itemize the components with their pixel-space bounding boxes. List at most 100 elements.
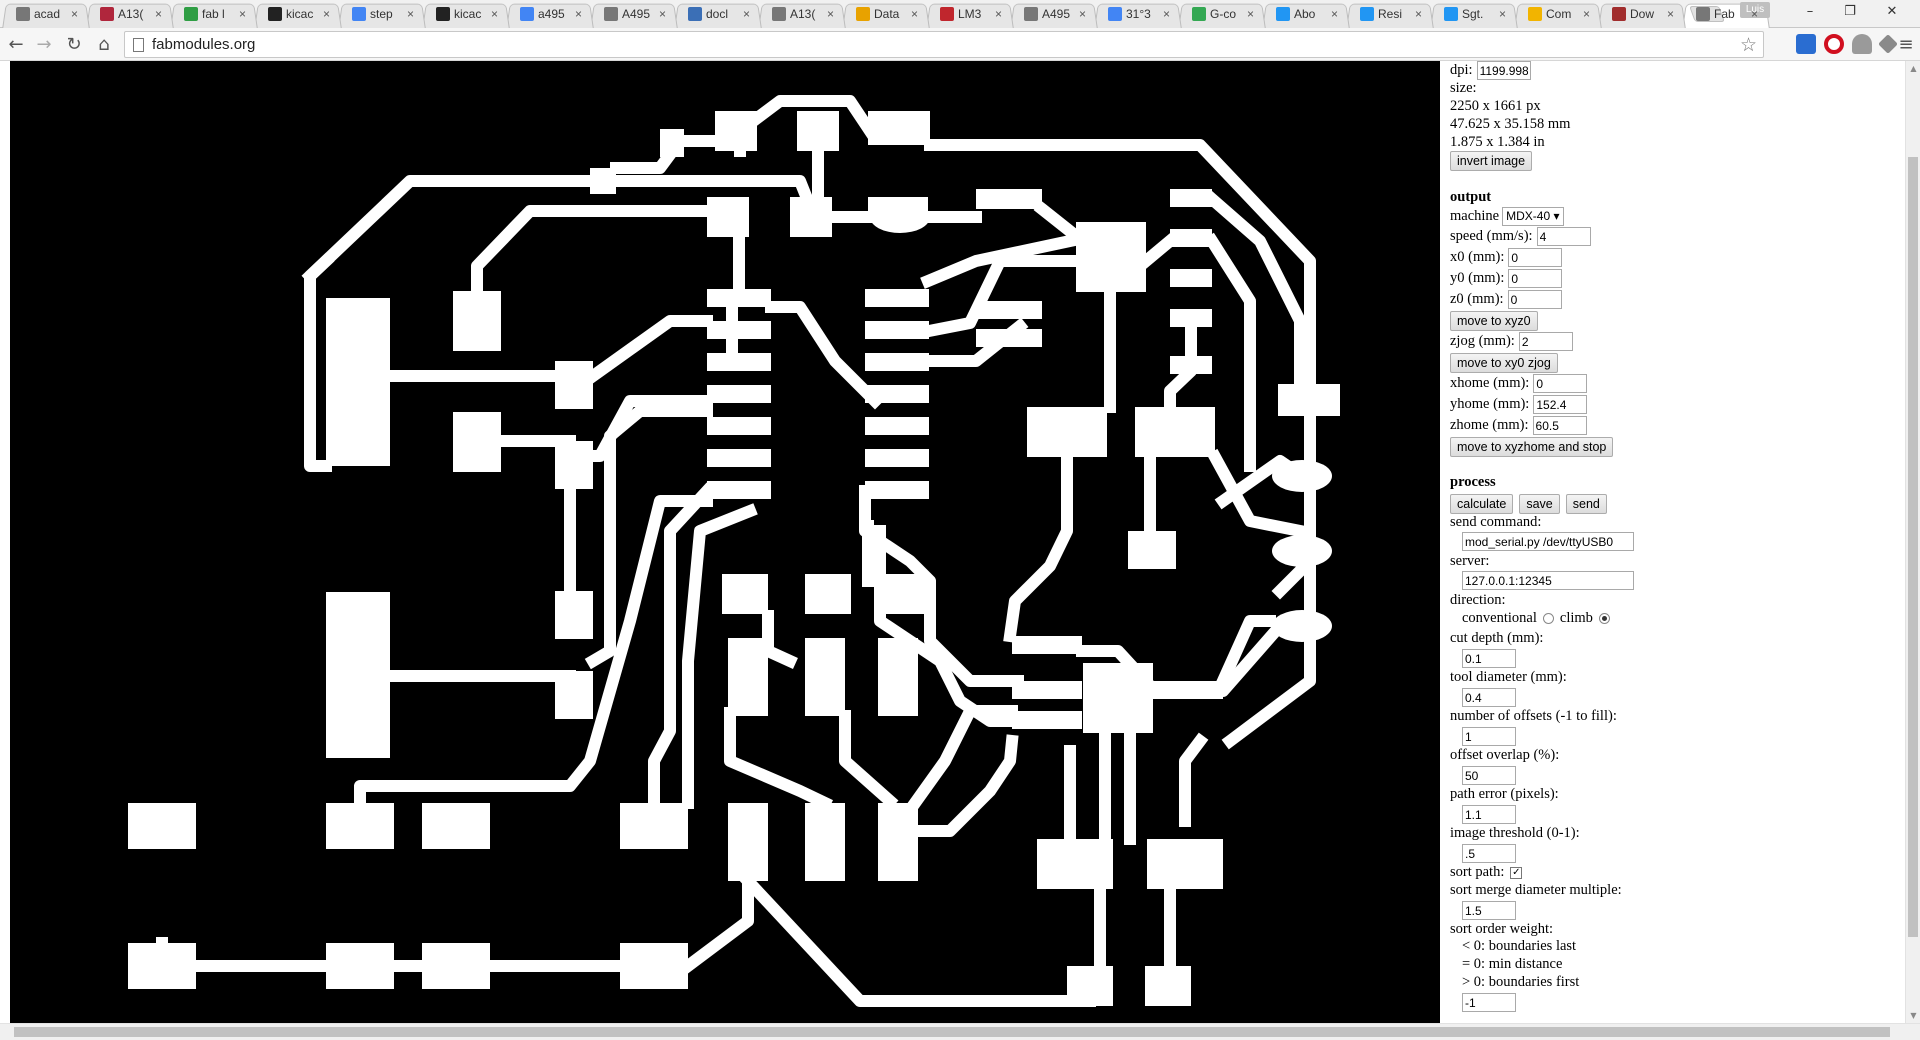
browser-tab[interactable]: Sgt.× — [1428, 0, 1512, 28]
tab-close-icon[interactable]: × — [910, 7, 918, 21]
tab-close-icon[interactable]: × — [994, 7, 1002, 21]
extension-screen-icon[interactable] — [1796, 34, 1816, 54]
browser-tab[interactable]: step× — [336, 0, 420, 28]
tab-favicon-icon — [688, 7, 702, 21]
xhome-input[interactable] — [1533, 374, 1588, 393]
browser-tab[interactable]: kicac× — [252, 0, 336, 28]
browser-tab[interactable]: Abo× — [1260, 0, 1344, 28]
browser-tab[interactable]: A495× — [588, 0, 672, 28]
tab-close-icon[interactable]: × — [154, 7, 162, 21]
overlap-label: offset overlap (%): — [1450, 747, 1560, 763]
bookmark-star-icon[interactable]: ☆ — [1739, 34, 1757, 56]
tab-close-icon[interactable]: × — [238, 7, 246, 21]
vertical-scroll-thumb[interactable] — [1908, 157, 1918, 937]
calculate-button[interactable]: calculate — [1450, 494, 1514, 514]
tab-close-icon[interactable]: × — [658, 7, 666, 21]
tab-favicon-icon — [16, 7, 30, 21]
user-profile-badge[interactable]: Luis — [1740, 2, 1770, 18]
browser-tab[interactable]: A495× — [1008, 0, 1092, 28]
address-bar[interactable]: fabmodules.org ☆ — [124, 31, 1764, 58]
browser-tab[interactable]: LM3× — [924, 0, 1008, 28]
move-to-xyz0-button[interactable]: move to xyz0 — [1450, 311, 1538, 331]
browser-tab[interactable]: docl × — [672, 0, 756, 28]
browser-tab[interactable]: acad× — [0, 0, 84, 28]
sort-merge-input[interactable] — [1462, 901, 1516, 920]
tab-close-icon[interactable]: × — [826, 7, 834, 21]
tab-close-icon[interactable]: × — [322, 7, 330, 21]
tab-close-icon[interactable]: × — [406, 7, 414, 21]
browser-tab[interactable]: 31°3× — [1092, 0, 1176, 28]
cut-depth-input[interactable] — [1462, 649, 1516, 668]
tab-close-icon[interactable]: × — [1414, 7, 1422, 21]
zhome-input[interactable] — [1532, 416, 1587, 435]
x0-input[interactable] — [1508, 248, 1563, 267]
browser-tab[interactable]: G-co× — [1176, 0, 1260, 28]
scroll-down-icon[interactable]: ▼ — [1910, 1011, 1917, 1020]
sort-path-checkbox[interactable]: ✓ — [1510, 866, 1523, 879]
tab-close-icon[interactable]: × — [490, 7, 498, 21]
server-input[interactable] — [1462, 571, 1634, 590]
y0-input[interactable] — [1508, 269, 1563, 288]
speed-input[interactable] — [1536, 227, 1591, 246]
horizontal-scroll-thumb[interactable] — [14, 1027, 1890, 1037]
tab-close-icon[interactable]: × — [1582, 7, 1590, 21]
cloud-icon[interactable] — [1852, 34, 1872, 54]
browser-tab[interactable]: Data× — [840, 0, 924, 28]
tab-close-icon[interactable]: × — [1330, 7, 1338, 21]
send-button[interactable]: send — [1565, 494, 1607, 514]
tab-close-icon[interactable]: × — [1078, 7, 1086, 21]
tab-favicon-icon — [940, 7, 954, 21]
tab-close-icon[interactable]: × — [70, 7, 78, 21]
tool-diameter-input[interactable] — [1462, 688, 1516, 707]
send-command-input[interactable] — [1462, 532, 1634, 551]
threshold-input[interactable] — [1462, 844, 1516, 863]
forward-button[interactable]: → — [36, 34, 52, 55]
browser-tab[interactable]: Resi× — [1344, 0, 1428, 28]
reload-button[interactable]: ↻ — [66, 34, 82, 55]
tab-close-icon[interactable]: × — [1750, 7, 1758, 21]
tab-close-icon[interactable]: × — [1498, 7, 1506, 21]
machine-select[interactable]: MDX-40 ▾ — [1502, 207, 1564, 226]
browser-tab[interactable]: a495× — [504, 0, 588, 28]
tab-title: docl — [706, 7, 729, 21]
overlap-input[interactable] — [1462, 766, 1516, 785]
conventional-radio[interactable] — [1542, 613, 1554, 624]
tool-diameter-label: tool diameter (mm): — [1450, 669, 1567, 685]
menu-icon[interactable]: ≡ — [1898, 34, 1914, 55]
horizontal-scrollbar[interactable] — [0, 1023, 1920, 1040]
close-window-button[interactable]: ✕ — [1886, 4, 1898, 19]
browser-tab[interactable]: A13(× — [84, 0, 168, 28]
opera-icon[interactable] — [1824, 34, 1844, 54]
dpi-input[interactable] — [1476, 61, 1531, 80]
tab-close-icon[interactable]: × — [574, 7, 582, 21]
z0-input[interactable] — [1507, 290, 1562, 309]
offsets-input[interactable] — [1462, 727, 1516, 746]
tab-close-icon[interactable]: × — [1162, 7, 1170, 21]
back-button[interactable]: ← — [8, 34, 24, 55]
vertical-scrollbar[interactable]: ▲ ▼ — [1905, 61, 1920, 1023]
tab-favicon-icon — [1192, 7, 1206, 21]
yhome-input[interactable] — [1533, 395, 1588, 414]
browser-tab[interactable]: A13(× — [756, 0, 840, 28]
browser-tab[interactable]: Fab× — [1680, 0, 1764, 28]
climb-radio[interactable] — [1598, 613, 1610, 624]
sort-order-input[interactable] — [1462, 993, 1516, 1012]
browser-tab[interactable]: kicac× — [420, 0, 504, 28]
scroll-up-icon[interactable]: ▲ — [1910, 64, 1917, 73]
save-button[interactable]: save — [1519, 494, 1560, 514]
home-button[interactable]: ⌂ — [98, 34, 110, 55]
tab-close-icon[interactable]: × — [1246, 7, 1254, 21]
invert-image-button[interactable]: invert image — [1450, 151, 1533, 171]
browser-tab[interactable]: fab l× — [168, 0, 252, 28]
browser-tab[interactable]: Dow× — [1596, 0, 1680, 28]
move-to-xyzhome-button[interactable]: move to xyzhome and stop — [1450, 437, 1614, 457]
tab-close-icon[interactable]: × — [742, 7, 750, 21]
path-error-input[interactable] — [1462, 805, 1516, 824]
zjog-input[interactable] — [1518, 332, 1573, 351]
move-to-xy0-zjog-button[interactable]: move to xy0 zjog — [1450, 353, 1558, 373]
tab-favicon-icon — [100, 7, 114, 21]
minimize-button[interactable]: – — [1806, 4, 1814, 19]
maximize-button[interactable]: ❐ — [1844, 4, 1856, 19]
tab-close-icon[interactable]: × — [1666, 7, 1674, 21]
browser-tab[interactable]: Com× — [1512, 0, 1596, 28]
